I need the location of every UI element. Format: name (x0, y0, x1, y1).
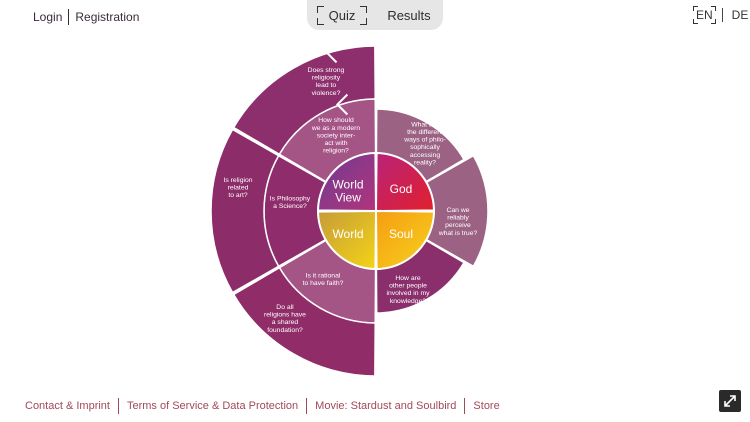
footer-divider (464, 398, 466, 414)
chevron-left-icon (325, 41, 338, 64)
question-segment-religion-art[interactable] (210, 128, 280, 294)
language-switcher: EN DE (693, 6, 750, 24)
contact-imprint-link[interactable]: Contact & Imprint (25, 400, 110, 412)
footer-divider (306, 398, 308, 414)
terms-link[interactable]: Terms of Service & Data Protection (126, 400, 299, 412)
chevron-left-icon (335, 93, 349, 116)
top-bar: Login Registration Quiz Results EN DE (0, 0, 750, 34)
store-link[interactable]: Store (473, 400, 500, 412)
tab-quiz[interactable]: Quiz (313, 4, 371, 27)
movie-link[interactable]: Movie: Stardust and Soulbird (315, 400, 457, 412)
registration-link[interactable]: Registration (75, 10, 140, 24)
language-en[interactable]: EN (693, 6, 716, 24)
footer-divider (117, 398, 119, 414)
main-tabs: Quiz Results (307, 0, 443, 30)
expand-button[interactable] (719, 390, 741, 412)
tab-results-label: Results (387, 7, 431, 23)
language-divider (721, 8, 723, 22)
login-link[interactable]: Login (33, 10, 63, 24)
language-en-label: EN (696, 8, 713, 22)
question-segment-shared-foundation[interactable] (232, 266, 376, 377)
topic-label-soul: Soul (389, 227, 413, 241)
expand-icon (724, 395, 736, 407)
tab-results[interactable]: Results (377, 4, 441, 27)
tab-quiz-label: Quiz (328, 7, 356, 23)
topic-world[interactable] (316, 209, 378, 271)
auth-divider (68, 9, 70, 25)
footer: Contact & Imprint Terms of Service & Dat… (25, 398, 500, 414)
topic-label-world: World (332, 227, 363, 241)
auth-links: Login Registration (33, 9, 139, 25)
topic-label-god: God (390, 182, 413, 196)
language-de-label: DE (731, 8, 749, 22)
language-de[interactable]: DE (729, 6, 750, 24)
